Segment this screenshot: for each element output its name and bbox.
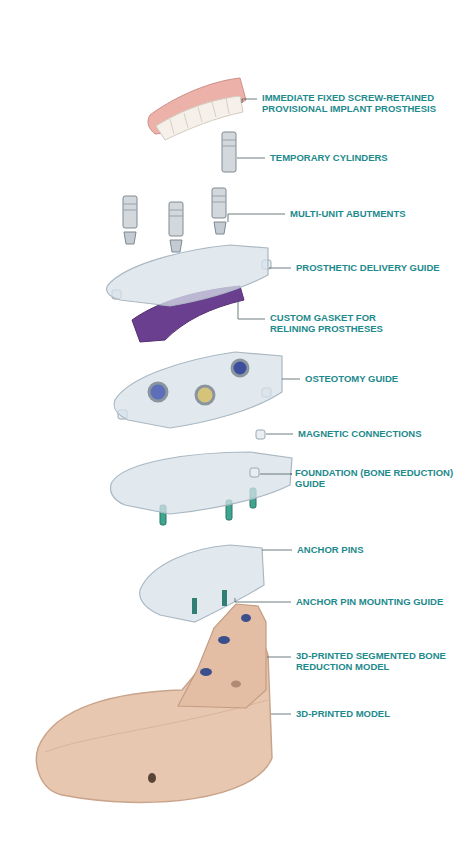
part-label: OSTEOTOMY GUIDE <box>305 373 398 384</box>
part-label: FOUNDATION (BONE REDUCTION) GUIDE <box>295 467 463 490</box>
part-label: CUSTOM GASKET FOR RELINING PROSTHESES <box>270 312 408 335</box>
part-label: ANCHOR PINS <box>297 544 364 555</box>
implant-site <box>218 636 230 644</box>
cylinder-threads <box>123 140 236 216</box>
prosthesis-teeth <box>156 96 243 140</box>
part-label: 3D-PRINTED MODEL <box>296 708 390 719</box>
model-socket <box>231 681 241 688</box>
part-label: IMMEDIATE FIXED SCREW-RETAINED PROVISION… <box>262 92 468 115</box>
temporary-cylinders <box>123 132 236 236</box>
implant-site <box>241 614 251 622</box>
anchor-pin <box>192 598 197 614</box>
model-hole <box>148 773 156 783</box>
osteotomy-guide <box>114 352 282 428</box>
mounting-guide <box>140 545 264 622</box>
delivery-guide <box>107 245 269 306</box>
part-label: MAGNETIC CONNECTIONS <box>298 428 422 439</box>
foundation-guide <box>111 452 292 514</box>
sleeve <box>232 360 248 376</box>
sleeve <box>196 386 214 404</box>
part-label: MULTI-UNIT ABUTMENTS <box>290 208 406 219</box>
leader-lines <box>228 99 300 714</box>
sleeve <box>149 383 167 401</box>
part-label: 3D-PRINTED SEGMENTED BONE REDUCTION MODE… <box>296 650 456 673</box>
anchor-pin <box>222 590 227 606</box>
part-label: TEMPORARY CYLINDERS <box>270 152 388 163</box>
part-label: PROSTHETIC DELIVERY GUIDE <box>296 262 440 273</box>
tooth-lines <box>170 98 229 134</box>
part-label: ANCHOR PIN MOUNTING GUIDE <box>296 596 443 607</box>
implant-site <box>200 668 212 676</box>
